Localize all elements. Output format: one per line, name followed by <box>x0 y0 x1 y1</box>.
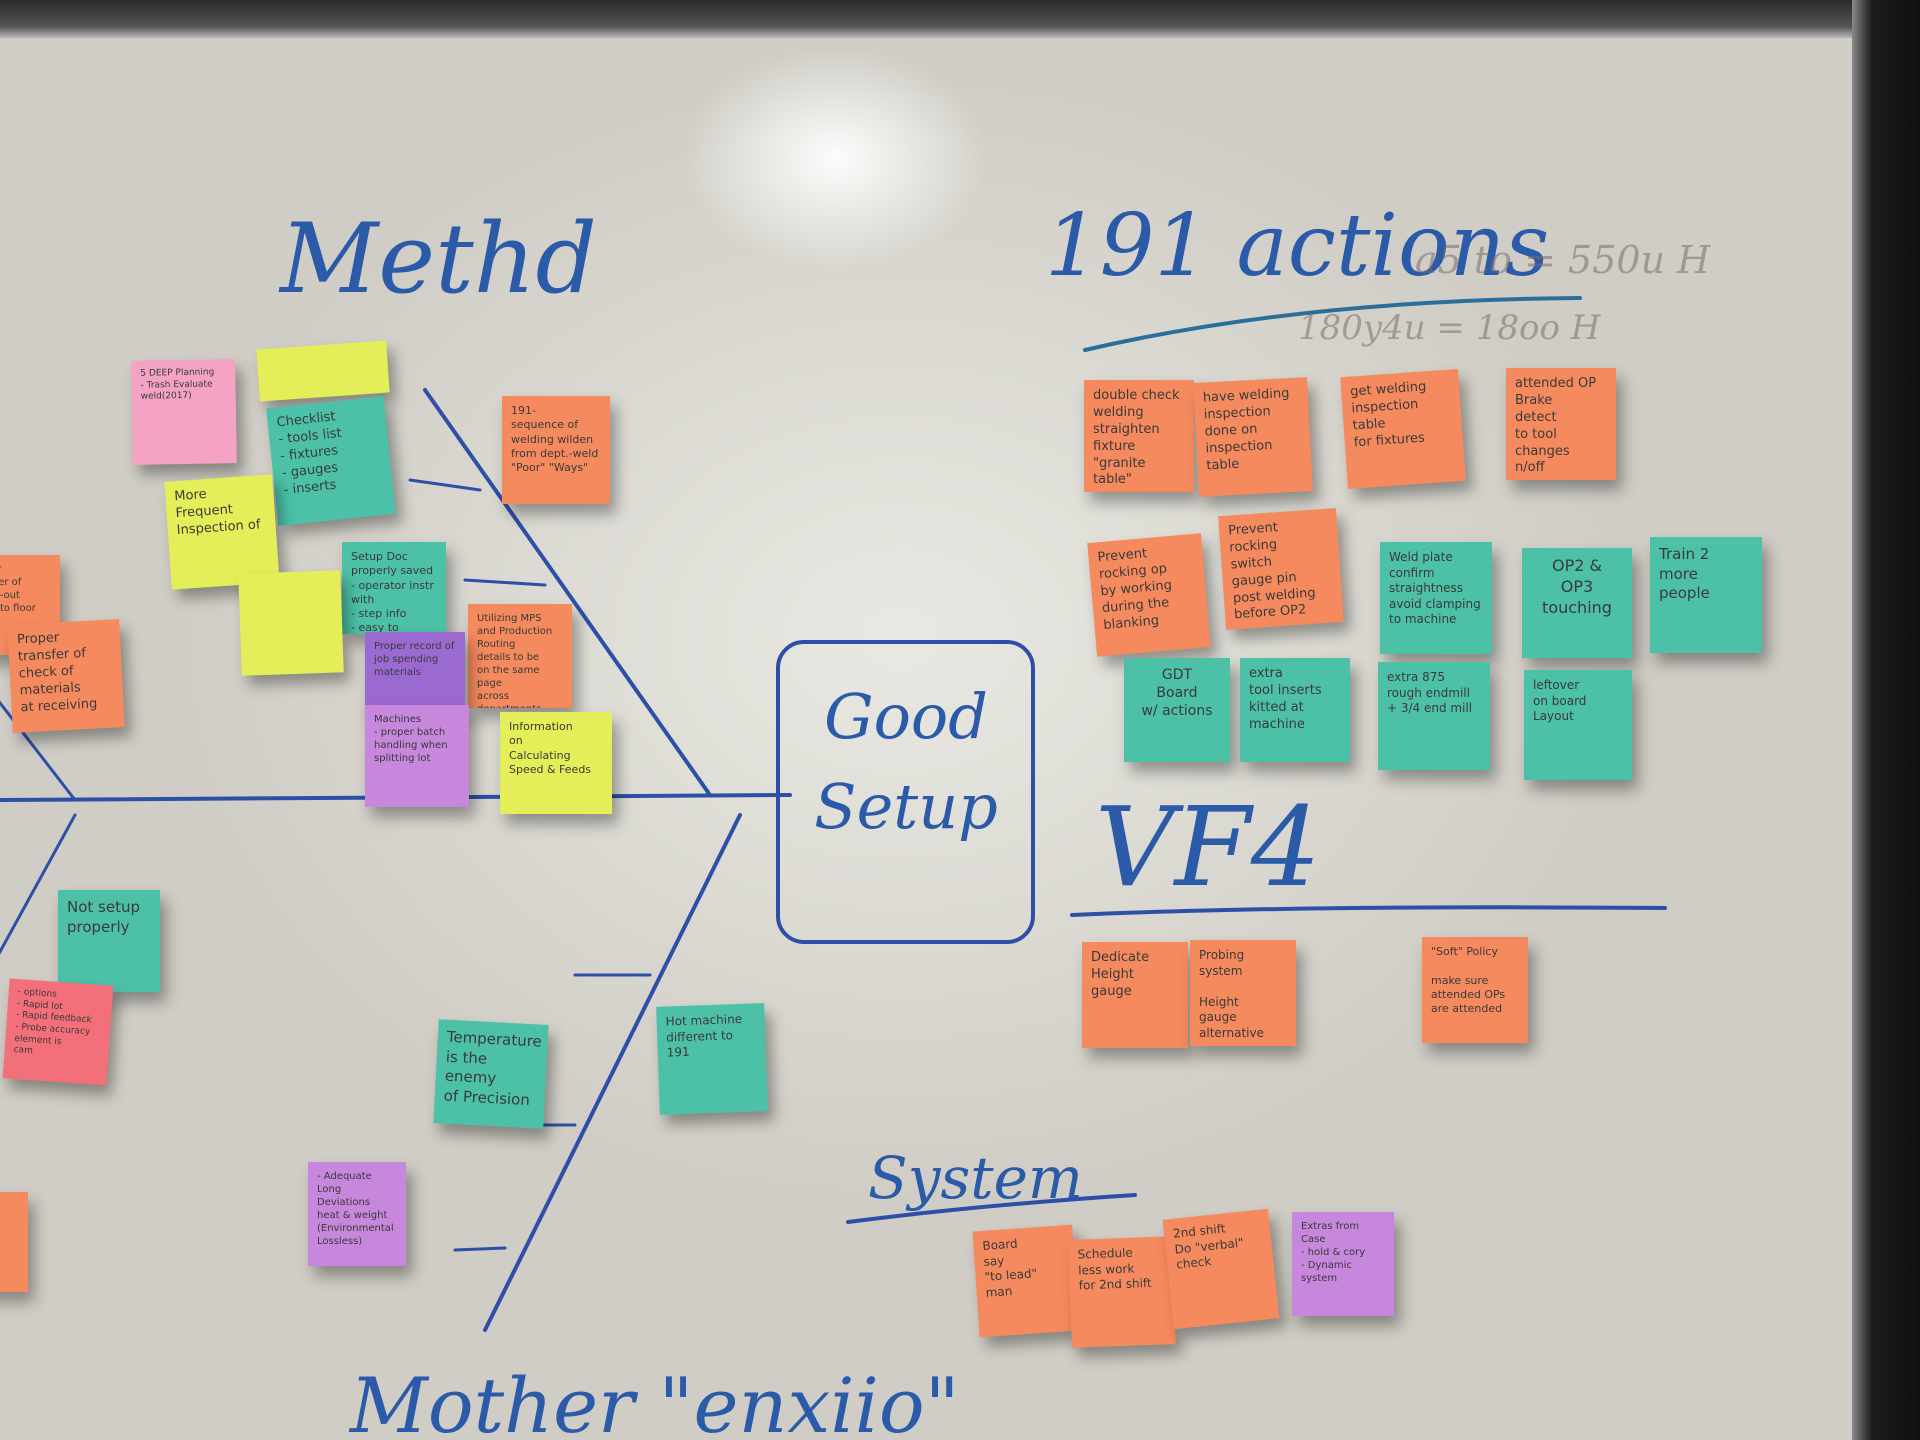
note-yellow-top <box>256 340 390 402</box>
fishbone-bone-left-lower <box>0 813 77 955</box>
note-system-extras: Extras from Case - hold & cory - Dynamic… <box>1292 1212 1394 1316</box>
note-yellow-mid <box>238 570 344 676</box>
vf4-underline <box>1070 905 1667 917</box>
heading-system: System <box>868 1144 1083 1212</box>
heading-method: Methd <box>278 203 597 315</box>
system-underline <box>846 1193 1137 1224</box>
note-proper-transfer: Proper transfer of check of materials at… <box>7 619 125 733</box>
note-system-2nd-shift: 2nd shift Do "verbal" check <box>1162 1208 1280 1330</box>
marker-drawing: Methd 191 actions Good Setup VF4 System … <box>0 196 1667 1440</box>
heading-mother: Mother "enxiio" <box>348 1361 960 1440</box>
board-frame-top <box>0 0 1920 38</box>
note-action-prevent-rocking-2: Prevent rocking switch gauge pin post we… <box>1218 508 1344 630</box>
note-action-op2-op3: OP2 & OP3 touching <box>1522 548 1632 658</box>
scribble-top-right-2: 180y4u = 18oo H <box>1298 308 1601 348</box>
note-machines-batch: Machines - proper batch handling when sp… <box>365 705 469 807</box>
note-utilizing-mps: Utilizing MPS and Production Routing det… <box>468 604 572 708</box>
note-action-attended-op: attended OP Brake detect to tool changes… <box>1506 368 1616 480</box>
note-action-prevent-rocking-1: Prevent rocking op by working during the… <box>1087 533 1211 657</box>
note-hot-machine: Hot machine different to 191 <box>656 1003 768 1115</box>
fishbone-bone-left-upper <box>0 700 77 802</box>
note-adequate: - Adequate Long Deviations heat & weight… <box>308 1162 406 1266</box>
note-action-gdt-board: GDT Board w/ actions <box>1124 658 1230 762</box>
note-5-deep-planning: 5 DEEP Planning - Trash Evaluate weld(20… <box>131 359 237 465</box>
good-setup-box <box>776 640 1035 944</box>
note-left-edge-2 <box>0 1192 28 1292</box>
note-191-sequence: 191- sequence of welding wilden from dep… <box>502 396 610 504</box>
fishbone-bone-mother <box>483 813 742 1332</box>
note-setup-doc: Setup Doc properly saved - operator inst… <box>342 542 446 634</box>
note-vf4-soft-policy: "Soft" Policy make sure attended OPs are… <box>1422 937 1528 1043</box>
heading-actions: 191 actions <box>1045 196 1549 296</box>
note-action-extra-875: extra 875 rough endmill + 3/4 end mill <box>1378 662 1490 770</box>
good-setup-label: Good Setup <box>814 680 998 843</box>
actions-underline <box>1083 296 1582 352</box>
fishbone-rib-2 <box>463 578 547 587</box>
note-system-board: Board say "to lead" man <box>972 1224 1080 1338</box>
note-action-train-2: Train 2 more people <box>1650 537 1762 653</box>
fishbone-rib-5 <box>453 1246 507 1252</box>
note-action-leftover-board: leftover on board Layout <box>1524 670 1632 780</box>
note-vf4-dedicate-height: Dedicate Height gauge <box>1082 942 1188 1048</box>
note-not-setup-properly: Not setup properly <box>58 890 160 992</box>
note-action-extra-tool-inserts: extra tool inserts kitted at machine <box>1240 658 1350 762</box>
note-action-weld-plate: Weld plate confirm straightness avoid cl… <box>1380 542 1492 654</box>
heading-vf4: VF4 <box>1095 783 1321 911</box>
note-vf4-probing: Probing system Height gauge alternative <box>1190 940 1296 1046</box>
note-calculating-speeds: Information on Calculating Speed & Feeds <box>500 712 612 814</box>
note-action-welding-inspection: have welding inspection done on inspecti… <box>1193 377 1313 497</box>
note-options: - options - Rapid lot - Rapid feedback -… <box>2 978 114 1086</box>
note-system-schedule: Schedule less work for 2nd shift <box>1068 1236 1176 1348</box>
board-frame-right <box>1852 0 1920 1440</box>
note-action-get-table: get welding inspection table for fixture… <box>1340 369 1466 489</box>
fishbone-bone-method <box>423 388 712 797</box>
scribble-top-right-1: a5 to = 550u H <box>1415 238 1711 282</box>
note-temperature: Temperature is the enemy of Precision <box>433 1019 549 1129</box>
note-checklist: Checklist - tools list - fixtures - gaug… <box>266 396 396 526</box>
note-action-double-check: double check welding straighten fixture … <box>1084 380 1194 492</box>
note-proper-record: Proper record of job spending materials <box>365 632 465 714</box>
fishbone-rib-1 <box>408 478 482 492</box>
